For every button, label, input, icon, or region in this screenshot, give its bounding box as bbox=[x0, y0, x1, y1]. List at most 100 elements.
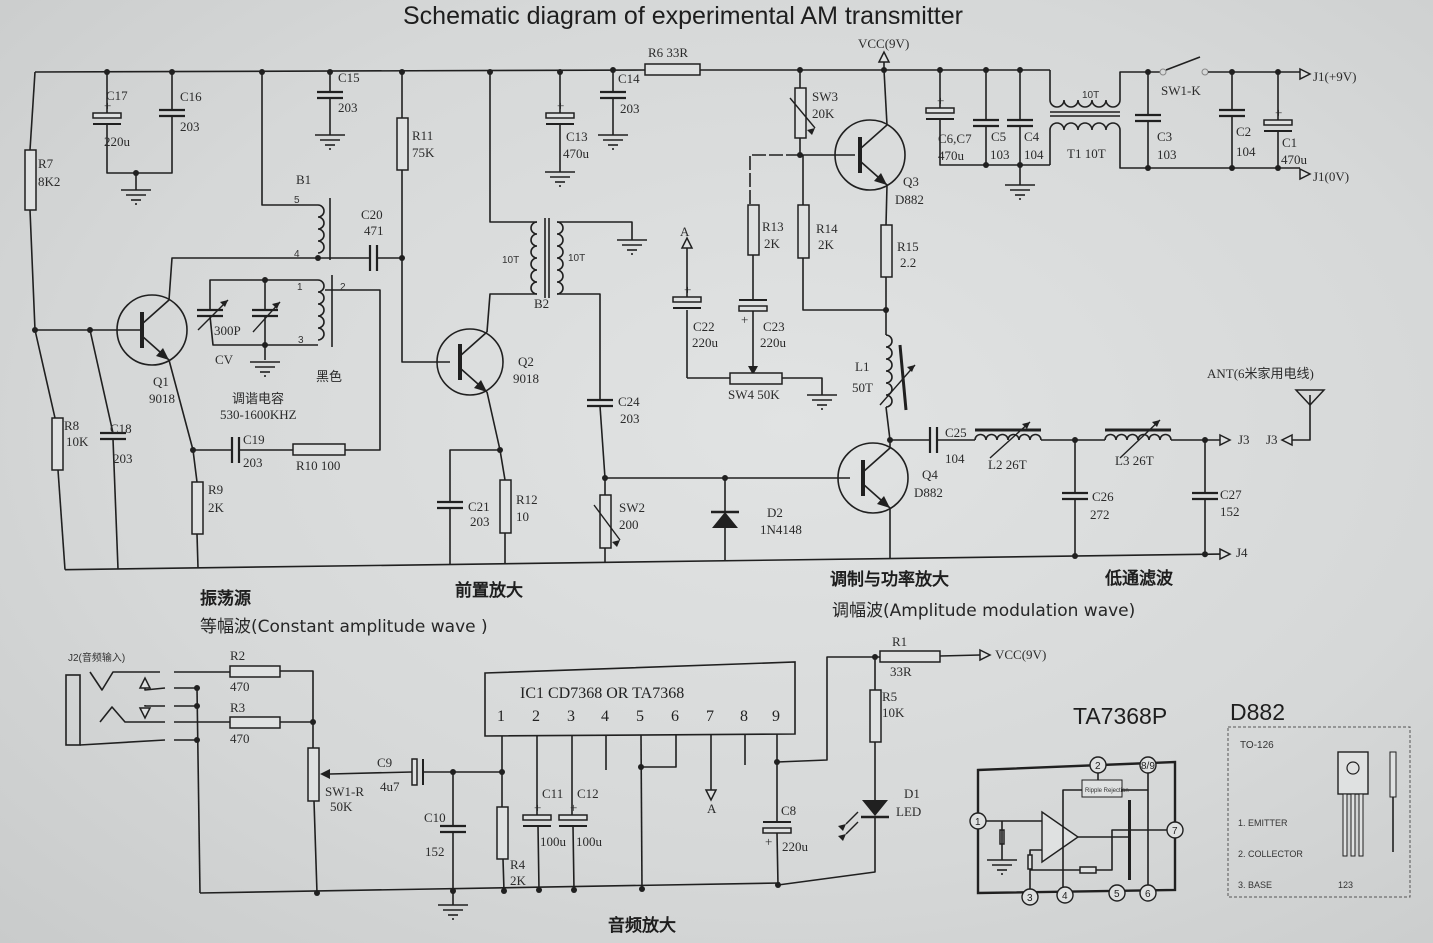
label-components-C27-value: 152 bbox=[1220, 504, 1240, 519]
junction-dot bbox=[450, 888, 456, 894]
label-components-B2-secondary: 10T bbox=[568, 253, 585, 264]
label-components-R10-ref: R10 100 bbox=[296, 458, 340, 473]
label-components-C26-value: 272 bbox=[1090, 507, 1110, 522]
label-components-Q3-value: D882 bbox=[895, 192, 924, 207]
label-components-IC1-pins-4: 5 bbox=[636, 708, 644, 725]
wire bbox=[502, 858, 505, 892]
label-components-C14-ref: C14 bbox=[618, 71, 640, 86]
ta7368p-pin-2 bbox=[1089, 756, 1107, 774]
resistor-R6 bbox=[644, 63, 701, 76]
label-components-T1-top: 10T bbox=[1082, 90, 1099, 101]
d882-package-box bbox=[1227, 726, 1411, 898]
label-components-SW1R-value: 50K bbox=[330, 799, 353, 814]
variable-arrow bbox=[593, 504, 621, 541]
label-components-C10-value: 152 bbox=[425, 844, 445, 859]
label-components-IC1-pins-0: 1 bbox=[497, 708, 505, 725]
ground-icon bbox=[545, 171, 575, 187]
wire bbox=[79, 739, 166, 746]
wire bbox=[112, 438, 119, 569]
transistor-Q4 bbox=[837, 442, 909, 514]
wire bbox=[168, 257, 318, 301]
label-components-C23-value: 220u bbox=[760, 335, 787, 350]
wire bbox=[599, 405, 606, 479]
label-components-R3-ref: R3 bbox=[230, 700, 245, 715]
wire bbox=[1119, 130, 1300, 169]
label-components-R14-ref: R14 bbox=[816, 221, 838, 236]
label-components-IC1-pins-8: 9 bbox=[772, 708, 780, 725]
label-components-IC1-pins-2: 3 bbox=[567, 708, 575, 725]
label-components-VCC_top-ref: VCC(9V) bbox=[858, 36, 909, 51]
wire bbox=[939, 654, 981, 657]
junction-dot bbox=[262, 342, 268, 348]
svg-text:+: + bbox=[765, 834, 772, 849]
wire bbox=[1096, 829, 1167, 871]
label-ta7368p-pins-0: 1 bbox=[975, 817, 981, 828]
label-ta7368p-pins-4: 3 bbox=[1027, 893, 1033, 904]
output-stage bbox=[1128, 800, 1131, 880]
label-components-C25-value: 104 bbox=[945, 451, 965, 466]
label-components-C23-ref: C23 bbox=[763, 319, 785, 334]
junction-dot bbox=[310, 719, 316, 725]
junction-dot bbox=[639, 886, 645, 892]
label-d882-package: TO-126 bbox=[1240, 740, 1274, 751]
label-components-SW1K-ref: SW1-K bbox=[1161, 83, 1201, 98]
coupling-coil-B1 bbox=[317, 204, 325, 254]
resistor-R5 bbox=[869, 689, 882, 743]
label-components-J3-ref: J3 bbox=[1238, 432, 1250, 447]
label-components-R12-ref: R12 bbox=[516, 492, 538, 507]
label-components-C14-value: 203 bbox=[620, 101, 640, 116]
label-ta7368p-pins-1: 2 bbox=[1095, 761, 1101, 772]
resistor-R3 bbox=[229, 716, 281, 729]
junction-dot bbox=[1275, 165, 1281, 171]
label-components-C3-value: 103 bbox=[1157, 147, 1177, 162]
label-components-IC1-label: IC1 CD7368 OR TA7368 bbox=[520, 685, 684, 702]
label-components-J1-neg: J1(0V) bbox=[1313, 169, 1349, 184]
label-d882-title: D882 bbox=[1230, 699, 1285, 725]
junction-dot bbox=[1202, 551, 1208, 558]
ta7368p-pin-6 bbox=[1056, 886, 1074, 904]
label-components-C11-ref: C11 bbox=[542, 786, 563, 801]
label-components-C21-value: 203 bbox=[470, 514, 490, 529]
resistor-R10 bbox=[292, 443, 346, 456]
label-ta7368p-pins-6: 5 bbox=[1114, 889, 1120, 900]
label-components-C12-ref: C12 bbox=[577, 786, 599, 801]
wire bbox=[209, 315, 318, 346]
label-components-SW2-ref: SW2 bbox=[619, 500, 645, 515]
variable-arrow bbox=[1119, 419, 1161, 459]
ground-icon bbox=[1005, 184, 1035, 200]
wire bbox=[196, 533, 199, 568]
internal-resistor bbox=[1079, 866, 1097, 874]
inductor-core bbox=[898, 344, 908, 411]
resistor-R11 bbox=[396, 117, 409, 171]
label-components-CV-value: 300P bbox=[214, 323, 241, 338]
resistor-R7 bbox=[24, 149, 37, 211]
junction-dot bbox=[32, 327, 38, 333]
label-components-J4-ref: J4 bbox=[1236, 545, 1248, 560]
label-components-C13-ref: C13 bbox=[566, 129, 588, 144]
junction-dot bbox=[1229, 165, 1235, 171]
label-components-C18-value: 203 bbox=[113, 451, 133, 466]
label-components-D2-ref: D2 bbox=[767, 505, 783, 520]
ground-icon bbox=[598, 134, 628, 150]
label-components-OSC_COIL-pin1: 1 bbox=[297, 282, 303, 293]
ripple-rejection-box bbox=[1081, 779, 1123, 798]
label-components-C9-ref: C9 bbox=[377, 755, 392, 770]
wire bbox=[537, 825, 540, 891]
label-components-C17-value: 220u bbox=[104, 134, 131, 149]
label-components-R5-ref: R5 bbox=[882, 689, 897, 704]
ground-rail bbox=[64, 553, 1221, 571]
label-components-T1-ref: T1 10T bbox=[1067, 146, 1106, 161]
arrowhead-icon bbox=[612, 540, 620, 547]
wire bbox=[777, 817, 876, 886]
capacitor-C20 bbox=[368, 245, 379, 271]
label-components-C22-ref: C22 bbox=[693, 319, 715, 334]
wire bbox=[168, 359, 198, 483]
capacitor-C10 bbox=[440, 824, 466, 834]
wire bbox=[29, 209, 56, 419]
label-components-R11-value: 75K bbox=[412, 145, 435, 160]
label-ta7368p-pins-7: 6 bbox=[1145, 889, 1151, 900]
wire bbox=[572, 825, 575, 891]
ground-icon bbox=[250, 361, 280, 377]
label-components-R13-value: 2K bbox=[764, 236, 781, 251]
